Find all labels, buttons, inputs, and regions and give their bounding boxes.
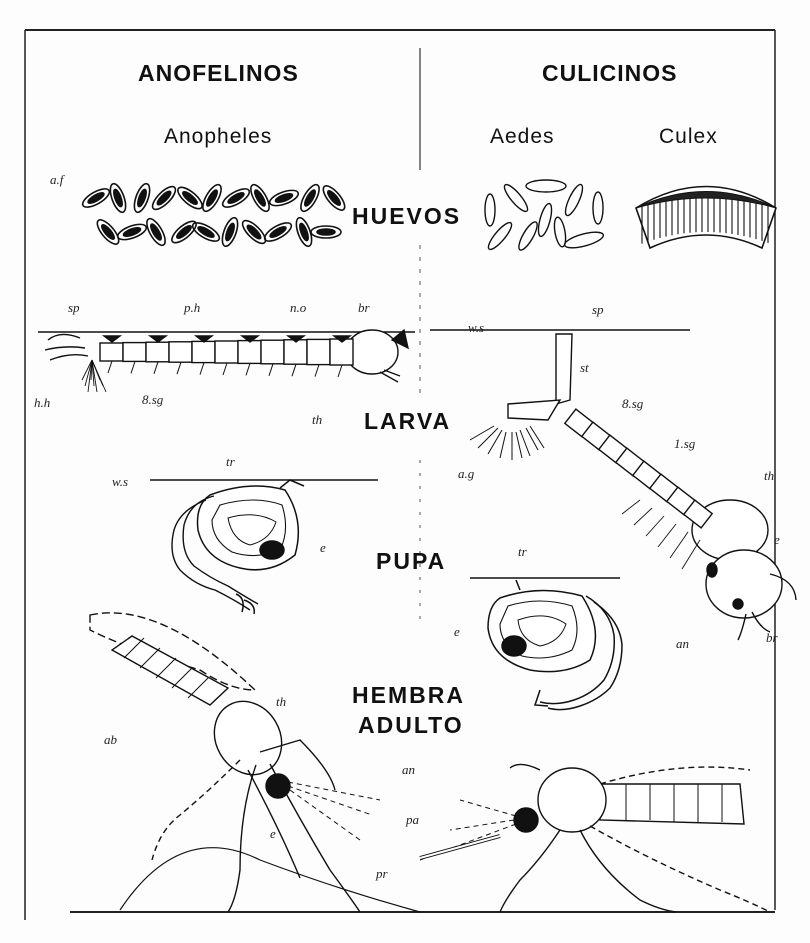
anopheles-pupa xyxy=(172,480,304,614)
larva-segment xyxy=(215,341,238,363)
culex-adult xyxy=(420,764,770,912)
label-tr-right: tr xyxy=(518,544,527,560)
label-e-pupa-right: e xyxy=(454,624,460,640)
label-ph: p.h xyxy=(184,300,200,316)
anopheles-egg xyxy=(175,184,206,212)
anopheles-egg xyxy=(169,218,200,246)
larva-segment xyxy=(238,341,261,364)
genus-anopheles: Anopheles xyxy=(164,125,272,149)
larva-segment xyxy=(261,340,284,364)
anopheles-egg xyxy=(268,187,300,209)
larva-segment xyxy=(307,339,330,364)
label-sp-left: sp xyxy=(68,300,80,316)
label-ws-larva: w.s xyxy=(468,320,484,336)
aedes-eggs xyxy=(485,180,605,252)
label-ws-pupa: w.s xyxy=(112,474,128,490)
anopheles-egg xyxy=(320,183,348,214)
larva-segment xyxy=(169,342,192,362)
label-an-larva-right: an xyxy=(676,636,689,652)
label-e-adult: e xyxy=(270,826,276,842)
label-pa: pa xyxy=(406,812,419,828)
anopheles-eggs xyxy=(80,182,348,248)
anopheles-egg xyxy=(297,182,322,214)
anopheles-egg xyxy=(107,182,129,214)
label-br-left: br xyxy=(358,300,370,316)
label-af: a.f xyxy=(50,172,63,188)
anopheles-egg xyxy=(190,219,222,244)
stage-label-pupa: PUPA xyxy=(376,548,446,575)
label-ag: a.g xyxy=(458,466,474,482)
culex-egg-raft xyxy=(636,187,776,249)
group-heading-anofelinos: ANOFELINOS xyxy=(138,60,299,87)
anopheles-egg xyxy=(143,216,168,248)
larva-segment xyxy=(100,343,123,361)
anopheles-egg xyxy=(131,182,153,214)
anopheles-egg xyxy=(149,183,179,213)
stage-label-larva: LARVA xyxy=(364,408,451,435)
anopheles-egg xyxy=(199,182,224,214)
label-th-larva-left: th xyxy=(312,412,322,428)
anopheles-egg xyxy=(239,217,269,247)
label-1sg: 1.sg xyxy=(674,436,695,452)
larva-segment xyxy=(284,340,307,364)
label-8sg-right: 8.sg xyxy=(622,396,643,412)
larva-segment xyxy=(330,339,353,365)
culex-pupa xyxy=(488,580,622,710)
label-pr: pr xyxy=(376,866,388,882)
label-sp-right: sp xyxy=(592,302,604,318)
anopheles-adult xyxy=(90,613,420,912)
label-8sg-left: 8.sg xyxy=(142,392,163,408)
label-th-larva-right: th xyxy=(764,468,774,484)
stage-label-adult-line1: HEMBRA xyxy=(352,682,465,709)
anopheles-egg xyxy=(80,185,112,210)
anopheles-egg xyxy=(116,221,148,243)
label-an-adult: an xyxy=(402,762,415,778)
label-th-adult: th xyxy=(276,694,286,710)
anopheles-egg xyxy=(311,226,341,238)
larva-segment xyxy=(123,343,146,362)
stage-label-eggs: HUEVOS xyxy=(352,203,461,230)
anopheles-egg xyxy=(262,219,294,244)
label-e-larva-right: e xyxy=(774,532,780,548)
larva-segment xyxy=(146,342,169,362)
anopheles-egg xyxy=(247,182,272,214)
label-hh: h.h xyxy=(34,395,50,411)
anopheles-egg xyxy=(94,217,122,248)
label-ab: ab xyxy=(104,732,117,748)
genus-aedes: Aedes xyxy=(490,125,555,149)
group-heading-culicinos: CULICINOS xyxy=(542,60,678,87)
larva-segment xyxy=(192,341,215,362)
label-st: st xyxy=(580,360,589,376)
label-tr-left: tr xyxy=(226,454,235,470)
label-e-pupa-left: e xyxy=(320,540,326,556)
genus-culex: Culex xyxy=(659,125,718,149)
anopheles-larva xyxy=(45,330,408,392)
anopheles-egg xyxy=(220,185,252,210)
anopheles-egg xyxy=(219,216,241,248)
stage-label-adult-line2: ADULTO xyxy=(358,712,464,739)
label-no: n.o xyxy=(290,300,306,316)
label-br-right: br xyxy=(766,630,778,646)
